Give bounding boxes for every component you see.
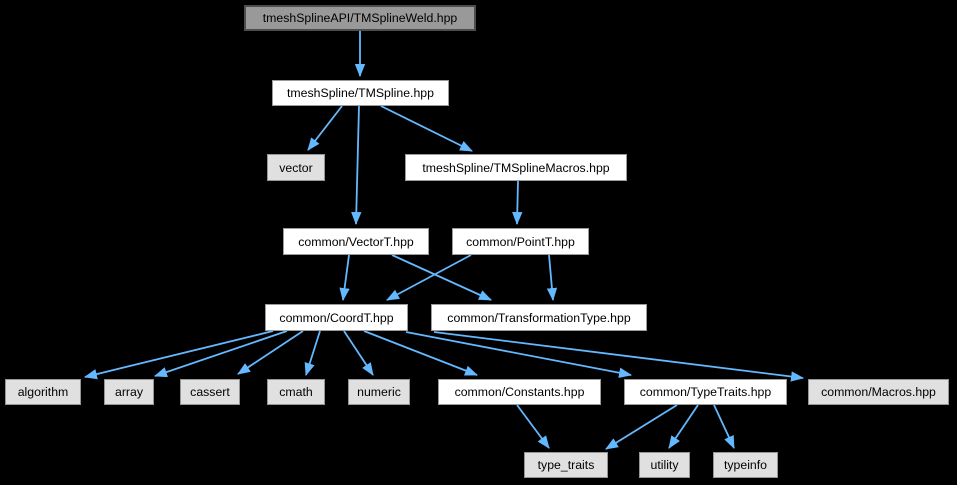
node-numeric: numeric [348, 379, 410, 405]
edge-tmspline-to-vectort [351, 105, 362, 226]
node-coordt[interactable]: common/CoordT.hpp [265, 304, 408, 331]
node-macros: common/Macros.hpp [808, 379, 949, 405]
edge-typetraits-to-utility [668, 404, 699, 449]
node-vectort[interactable]: common/VectorT.hpp [283, 228, 429, 255]
node-tmsplineweld: tmeshSplineAPI/TMSplineWeld.hpp [244, 5, 476, 31]
edge-tmsplinemacros-to-pointt [512, 180, 523, 226]
node-label-type_traits: type_traits [537, 458, 595, 472]
edge-tmspline-to-tmsplinemacros [380, 105, 473, 152]
node-typetraits[interactable]: common/TypeTraits.hpp [624, 379, 787, 405]
node-cmath: cmath [267, 379, 325, 405]
node-label-algorithm: algorithm [17, 385, 69, 399]
node-type_traits: type_traits [524, 452, 608, 478]
node-vector: vector [267, 154, 325, 181]
node-label-tmsplinemacros: tmeshSpline/TMSplineMacros.hpp [422, 160, 610, 175]
node-label-vector: vector [279, 160, 313, 175]
edge-coordt-to-typetraits [405, 331, 633, 378]
edge-coordt-to-constants [363, 330, 478, 376]
node-utility: utility [639, 452, 690, 478]
edge-typetraits-to-type_traits [605, 404, 678, 450]
edge-coordt-to-cmath [304, 330, 321, 376]
node-label-vectort: common/VectorT.hpp [298, 234, 414, 249]
node-pointt[interactable]: common/PointT.hpp [452, 228, 589, 255]
edge-transformationtype-to-macros [433, 331, 805, 382]
node-label-coordt: common/CoordT.hpp [279, 310, 394, 325]
node-label-typetraits: common/TypeTraits.hpp [639, 385, 772, 399]
node-label-utility: utility [650, 458, 679, 472]
node-tmsplinemacros[interactable]: tmeshSpline/TMSplineMacros.hpp [405, 154, 627, 181]
node-label-typeinfo: typeinfo [723, 458, 768, 472]
node-label-macros: common/Macros.hpp [821, 385, 936, 399]
node-transformationtype[interactable]: common/TransformationType.hpp [431, 304, 647, 331]
edge-vectort-to-coordt [339, 254, 350, 302]
node-label-tmsplineweld: tmeshSplineAPI/TMSplineWeld.hpp [262, 11, 458, 25]
node-label-tmspline: tmeshSpline/TMSpline.hpp [287, 86, 434, 100]
edge-tmspline-to-vector [307, 105, 343, 151]
edge-pointt-to-coordt [386, 254, 472, 301]
edge-pointt-to-transformationtype [546, 254, 558, 302]
node-label-constants: common/Constants.hpp [454, 385, 585, 399]
edge-coordt-to-array [154, 330, 288, 378]
node-label-cassert: cassert [190, 385, 230, 399]
edge-vectort-to-transformationtype [391, 254, 492, 301]
edge-coordt-to-cassert [237, 330, 304, 375]
node-tmspline[interactable]: tmeshSpline/TMSpline.hpp [272, 80, 449, 106]
edge-constants-to-type_traits [516, 404, 550, 449]
node-label-numeric: numeric [357, 385, 401, 399]
node-label-transformationtype: common/TransformationType.hpp [447, 310, 631, 325]
node-label-pointt: common/PointT.hpp [466, 234, 575, 249]
node-constants[interactable]: common/Constants.hpp [438, 379, 601, 405]
node-cassert: cassert [180, 379, 240, 405]
edge-typetraits-to-typeinfo [713, 404, 735, 449]
edge-coordt-to-numeric [343, 330, 374, 376]
node-label-cmath: cmath [279, 385, 313, 399]
edges-group [83, 31, 805, 450]
node-array: array [104, 379, 154, 405]
node-label-array: array [114, 385, 144, 399]
node-algorithm: algorithm [5, 379, 81, 405]
edge-coordt-to-algorithm [83, 330, 274, 380]
node-typeinfo: typeinfo [713, 452, 778, 478]
